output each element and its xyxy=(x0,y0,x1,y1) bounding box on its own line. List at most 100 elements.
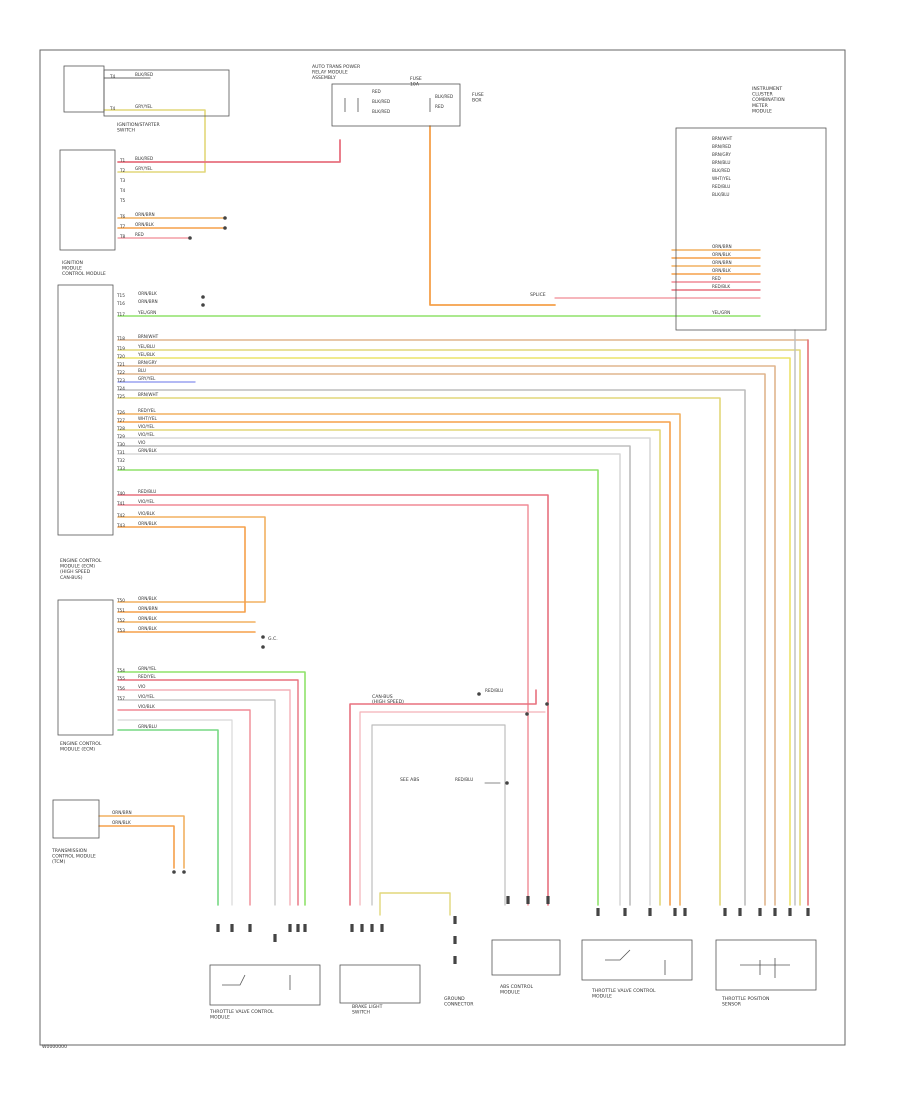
connector-dot xyxy=(182,870,186,874)
pwr_relay-label: RELAY MODULE xyxy=(312,70,348,76)
pin-connector xyxy=(350,924,354,932)
abs_module-label: MODULE xyxy=(500,990,520,996)
ground_connector-label: GROUND xyxy=(444,996,465,1002)
wires xyxy=(98,77,809,916)
splice-note: SPLICE xyxy=(530,292,546,298)
instrument_cluster-label: INSTRUMENT xyxy=(752,86,782,92)
wire-color-label: VIO/YEL xyxy=(138,424,155,429)
wire-color-label: BLK/RED xyxy=(435,94,453,99)
ign_switch-label: SWITCH xyxy=(117,128,135,134)
terminal-label: T22 xyxy=(116,370,125,375)
wire-color-label: RED/YEL xyxy=(138,674,156,679)
ecm-mid-wire xyxy=(117,349,801,906)
throttle_right-label: THROTTLE VALVE CONTROL xyxy=(591,988,656,994)
pin-connector xyxy=(370,924,374,932)
relay-contacts xyxy=(344,98,431,112)
pin-connector xyxy=(673,908,677,916)
ground_connector-label: CONNECTOR xyxy=(444,1002,474,1008)
terminal-label: T56 xyxy=(116,686,125,691)
ignition-switch-box xyxy=(63,65,105,113)
tcm-wire-2 xyxy=(98,825,175,869)
wire-color-label: RED/BLU xyxy=(455,777,473,782)
ignition_module-label: IGNITION xyxy=(62,260,83,266)
wire-color-label: BRN/WHT xyxy=(712,136,733,141)
pin-connector xyxy=(596,908,600,916)
connector-dot xyxy=(505,781,509,785)
terminal-label: T2 xyxy=(119,168,126,173)
wire-color-label: WHT/YEL xyxy=(138,416,157,421)
pin-connector xyxy=(216,924,220,932)
pin-connector xyxy=(380,924,384,932)
wire-color-label: RED/BLU xyxy=(485,688,503,693)
fuse-orange-wire xyxy=(429,125,556,306)
pin-connector xyxy=(248,924,252,932)
terminal-label: T57 xyxy=(116,696,125,701)
terminal-label: T52 xyxy=(116,618,125,623)
ecm-mid-wire xyxy=(117,357,791,906)
pin-connector xyxy=(288,924,292,932)
pin-connector xyxy=(303,924,307,932)
wire-color-label: ORN/BRN xyxy=(138,606,158,611)
brake-pink-wire xyxy=(359,711,546,906)
engine_control_upper-label: ENGINE CONTROL xyxy=(60,558,102,564)
connector-dot xyxy=(223,226,227,230)
ecm-lower-box xyxy=(57,599,114,736)
throttle_left-label: MODULE xyxy=(210,1015,230,1021)
ign_switch-label: IGNITION/STARTER xyxy=(117,122,161,128)
connector-dot xyxy=(261,645,265,649)
power-relay-box xyxy=(331,83,461,127)
wire-color-label: GRN/BLK xyxy=(138,448,157,453)
wire-color-label: RED/BLK xyxy=(712,284,730,289)
abs-note: SEE ABS xyxy=(400,777,419,783)
ign-feed-wire xyxy=(117,139,341,163)
abs-module-box xyxy=(491,939,561,976)
connector-dot xyxy=(201,303,205,307)
fuse-label: FUSE xyxy=(410,76,422,82)
throttle_left-label: THROTTLE VALVE CONTROL xyxy=(209,1009,274,1015)
connector-dot xyxy=(201,295,205,299)
wire-color-label: VIO/BLK xyxy=(138,511,155,516)
engine_control_upper-label: CAN-BUS) xyxy=(60,575,83,581)
ecm-upper-box xyxy=(57,284,114,536)
ecm-mid-wire xyxy=(117,413,681,906)
throttle-left-box xyxy=(209,964,321,1006)
terminal-label: T18 xyxy=(116,336,125,341)
terminal-label: T15 xyxy=(116,293,125,298)
wire-color-label: BLK/RED xyxy=(712,168,730,173)
tcm-box xyxy=(52,799,100,839)
wire-color-label: ORN/BRN xyxy=(138,299,158,304)
wire-color-label: GRY/YEL xyxy=(135,166,153,171)
transmission_module-label: (TCM) xyxy=(52,859,65,865)
connector-dot xyxy=(477,692,481,696)
instrument-cluster-box xyxy=(675,127,827,331)
terminal-label: T30 xyxy=(116,442,125,447)
ecm-throttle-pink xyxy=(117,689,291,906)
figure-code: W0000000 xyxy=(42,1044,67,1050)
wire-color-label: ORN/BLK xyxy=(138,521,157,526)
can-bus-note: CAN-BUS xyxy=(372,694,393,700)
wire-color-label: ORN/BRN xyxy=(712,260,732,265)
wire-color-label: BLK/RED xyxy=(135,72,153,77)
brake-yel-wire xyxy=(379,892,451,916)
brake-grey-wire xyxy=(371,724,506,906)
brake-red-wire xyxy=(349,689,537,906)
pin-connector xyxy=(453,956,457,964)
wire-color-label: WHT/YEL xyxy=(712,176,731,181)
ign-wire-2 xyxy=(103,109,206,173)
wire-color-label: YEL/GRN xyxy=(137,310,156,315)
terminal-label: T51 xyxy=(116,608,125,613)
wire-color-label: VIO xyxy=(138,440,146,445)
wire-color-label: VIO/YEL xyxy=(138,694,155,699)
connector-dot xyxy=(172,870,176,874)
diagram-border xyxy=(39,49,846,1046)
pin-connector xyxy=(723,908,727,916)
wire-color-label: ORN/BLK xyxy=(712,252,731,257)
wire-color-label: RED/BLU xyxy=(712,184,730,189)
wire-color-label: RED xyxy=(435,104,444,109)
wire-color-label: ORN/BRN xyxy=(135,212,155,217)
can-bus-note: (HIGH SPEED) xyxy=(372,699,404,705)
terminal-label: T29 xyxy=(116,434,125,439)
ecm-throttle-grey xyxy=(117,699,276,906)
